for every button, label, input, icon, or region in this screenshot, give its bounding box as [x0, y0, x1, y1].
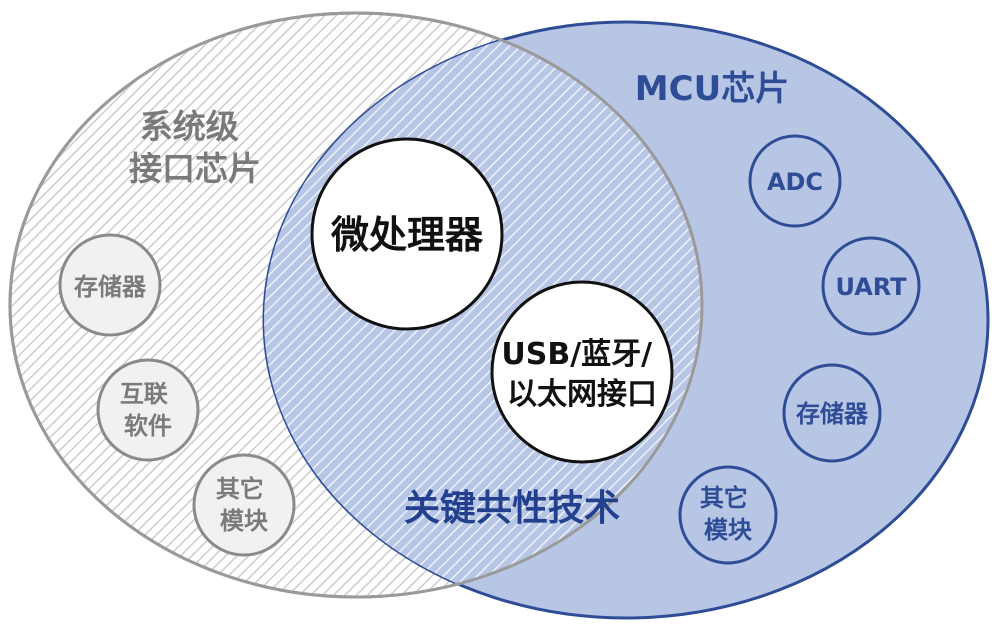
right-bubble-storage: 存储器 [782, 363, 882, 463]
svg-text:其它 模块: 其它 模块 [700, 484, 756, 544]
left-bubble-storage: 存储器 [58, 233, 162, 337]
left-bubble-interconnect-software: 互联 软件 [96, 358, 200, 462]
svg-text:USB/蓝牙/ 以太网接口: USB/蓝牙/ 以太网接口 [501, 337, 662, 412]
left-set-title: 系统级 接口芯片 [129, 107, 261, 188]
svg-text:ADC: ADC [767, 168, 823, 196]
svg-text:UART: UART [835, 273, 907, 301]
svg-text:存储器: 存储器 [74, 273, 147, 301]
svg-text:其它 模块: 其它 模块 [216, 475, 272, 535]
left-set-outline [8, 11, 704, 599]
right-bubble-other-modules: 其它 模块 [678, 465, 778, 565]
svg-text:互联 软件: 互联 软件 [120, 380, 176, 440]
center-bubble-microprocessor: 微处理器 [310, 137, 504, 331]
svg-text:微处理器: 微处理器 [330, 213, 484, 257]
right-bubble-uart: UART [821, 236, 921, 336]
left-bubble-other-modules: 其它 模块 [192, 453, 296, 557]
right-set-title: MCU芯片 [635, 69, 789, 109]
svg-text:存储器: 存储器 [796, 400, 869, 428]
center-bubble-usb-bt-ethernet: USB/蓝牙/ 以太网接口 [490, 280, 674, 464]
right-bubble-adc: ADC [748, 134, 842, 228]
intersection-label: 关键共性技术 [404, 488, 620, 529]
